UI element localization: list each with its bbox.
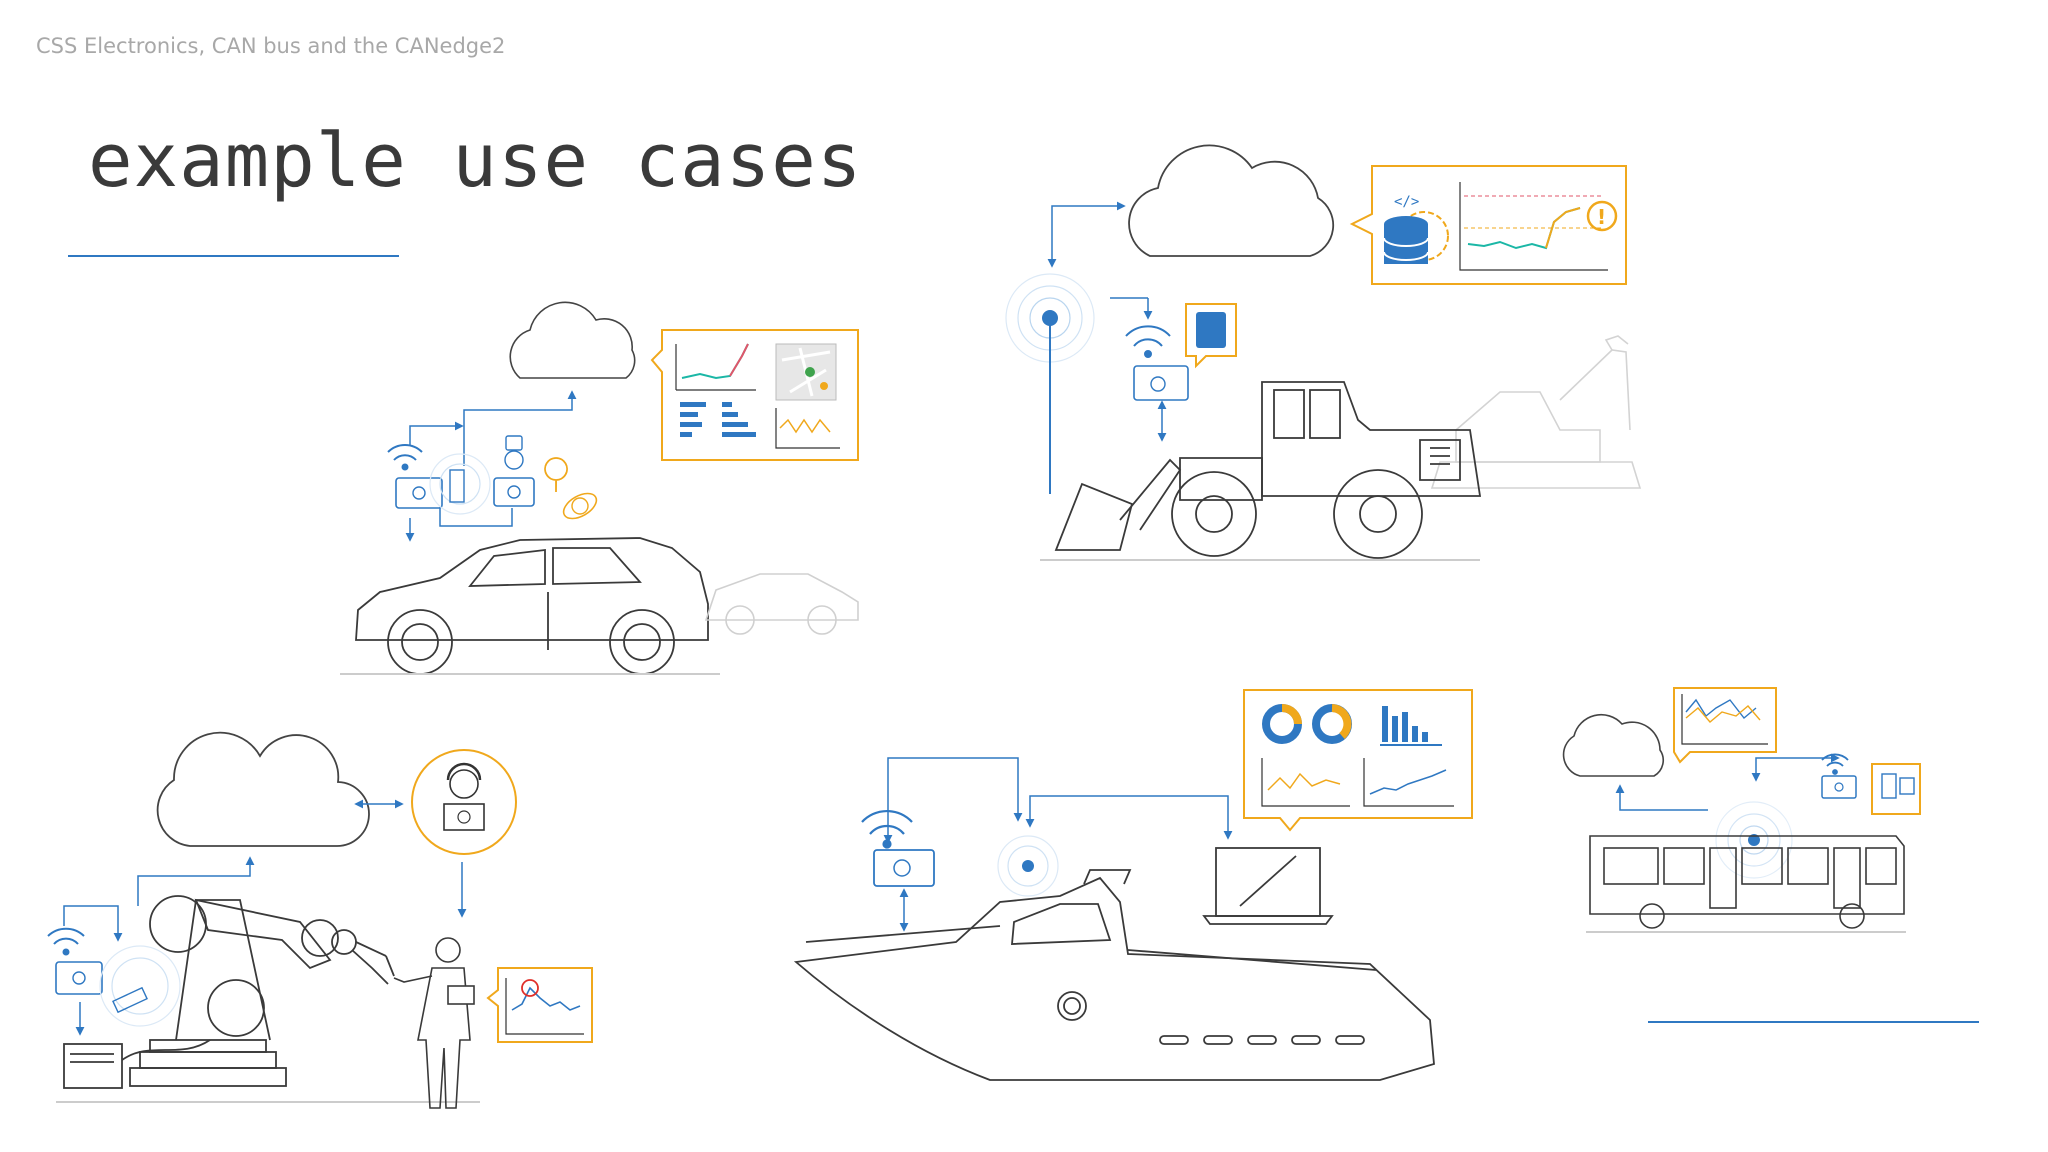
boat-scene xyxy=(793,689,1473,1081)
database-gear-icon: </> xyxy=(1383,194,1449,264)
wifi-icon xyxy=(861,809,913,849)
canedge-device-icon xyxy=(493,477,535,507)
bar-chart-icon xyxy=(1380,706,1442,746)
canedge-device-icon xyxy=(395,477,443,509)
canedge-device-icon xyxy=(55,961,103,995)
gps-orbit-icon xyxy=(562,492,598,520)
support-agent-icon xyxy=(411,749,517,855)
wheel-loader-icon xyxy=(1054,381,1482,559)
laptop-icon xyxy=(1202,847,1334,925)
cloud-icon xyxy=(156,731,370,847)
suv-car-icon xyxy=(355,537,709,675)
chart-callout-icon xyxy=(486,967,593,1043)
bus-icon xyxy=(1589,835,1905,929)
antenna-tower-icon xyxy=(1005,273,1095,494)
cloud-icon xyxy=(1128,144,1335,257)
bus-scene xyxy=(1562,687,1921,933)
line-chart-icon xyxy=(1261,758,1454,807)
bus-chart-callout-icon xyxy=(1673,687,1777,764)
robot-scene xyxy=(47,731,593,1109)
wifi-icon xyxy=(47,927,85,956)
title-underline xyxy=(68,255,399,257)
pie-chart-icon xyxy=(1262,704,1352,744)
robot-arm-icon xyxy=(63,895,395,1089)
svg-text:!: ! xyxy=(1597,205,1606,229)
sd-card-icon xyxy=(1185,303,1237,369)
canedge-device-icon xyxy=(1133,365,1189,401)
slide-title: example use cases xyxy=(88,118,863,204)
svg-text:</>: </> xyxy=(1394,194,1419,210)
cloud-icon xyxy=(1562,713,1665,777)
wifi-icon xyxy=(1125,325,1171,358)
alert-icon: ! xyxy=(1586,200,1618,232)
technician-icon xyxy=(393,937,475,1109)
canedge-device-icon xyxy=(1821,775,1857,799)
car-scene xyxy=(340,301,859,675)
excavator-icon xyxy=(1430,335,1642,489)
wifi-icon xyxy=(387,443,423,471)
cloud-icon xyxy=(509,301,636,379)
engine-icon xyxy=(1871,763,1921,815)
footer-divider xyxy=(1648,1021,1979,1023)
sports-car-icon xyxy=(704,573,859,621)
wifi-icon xyxy=(1821,753,1849,775)
boat-icon xyxy=(793,869,1435,1081)
location-pin-icon xyxy=(544,457,568,493)
canedge-device-icon xyxy=(873,849,935,887)
database-callout-icon: </> ! xyxy=(1349,165,1627,285)
deck-title: CSS Electronics, CAN bus and the CANedge… xyxy=(36,34,506,58)
loader-scene: </> ! xyxy=(1005,144,1642,561)
boat-dashboard-callout-icon xyxy=(1243,689,1473,832)
dashboard-callout-icon xyxy=(650,329,859,461)
